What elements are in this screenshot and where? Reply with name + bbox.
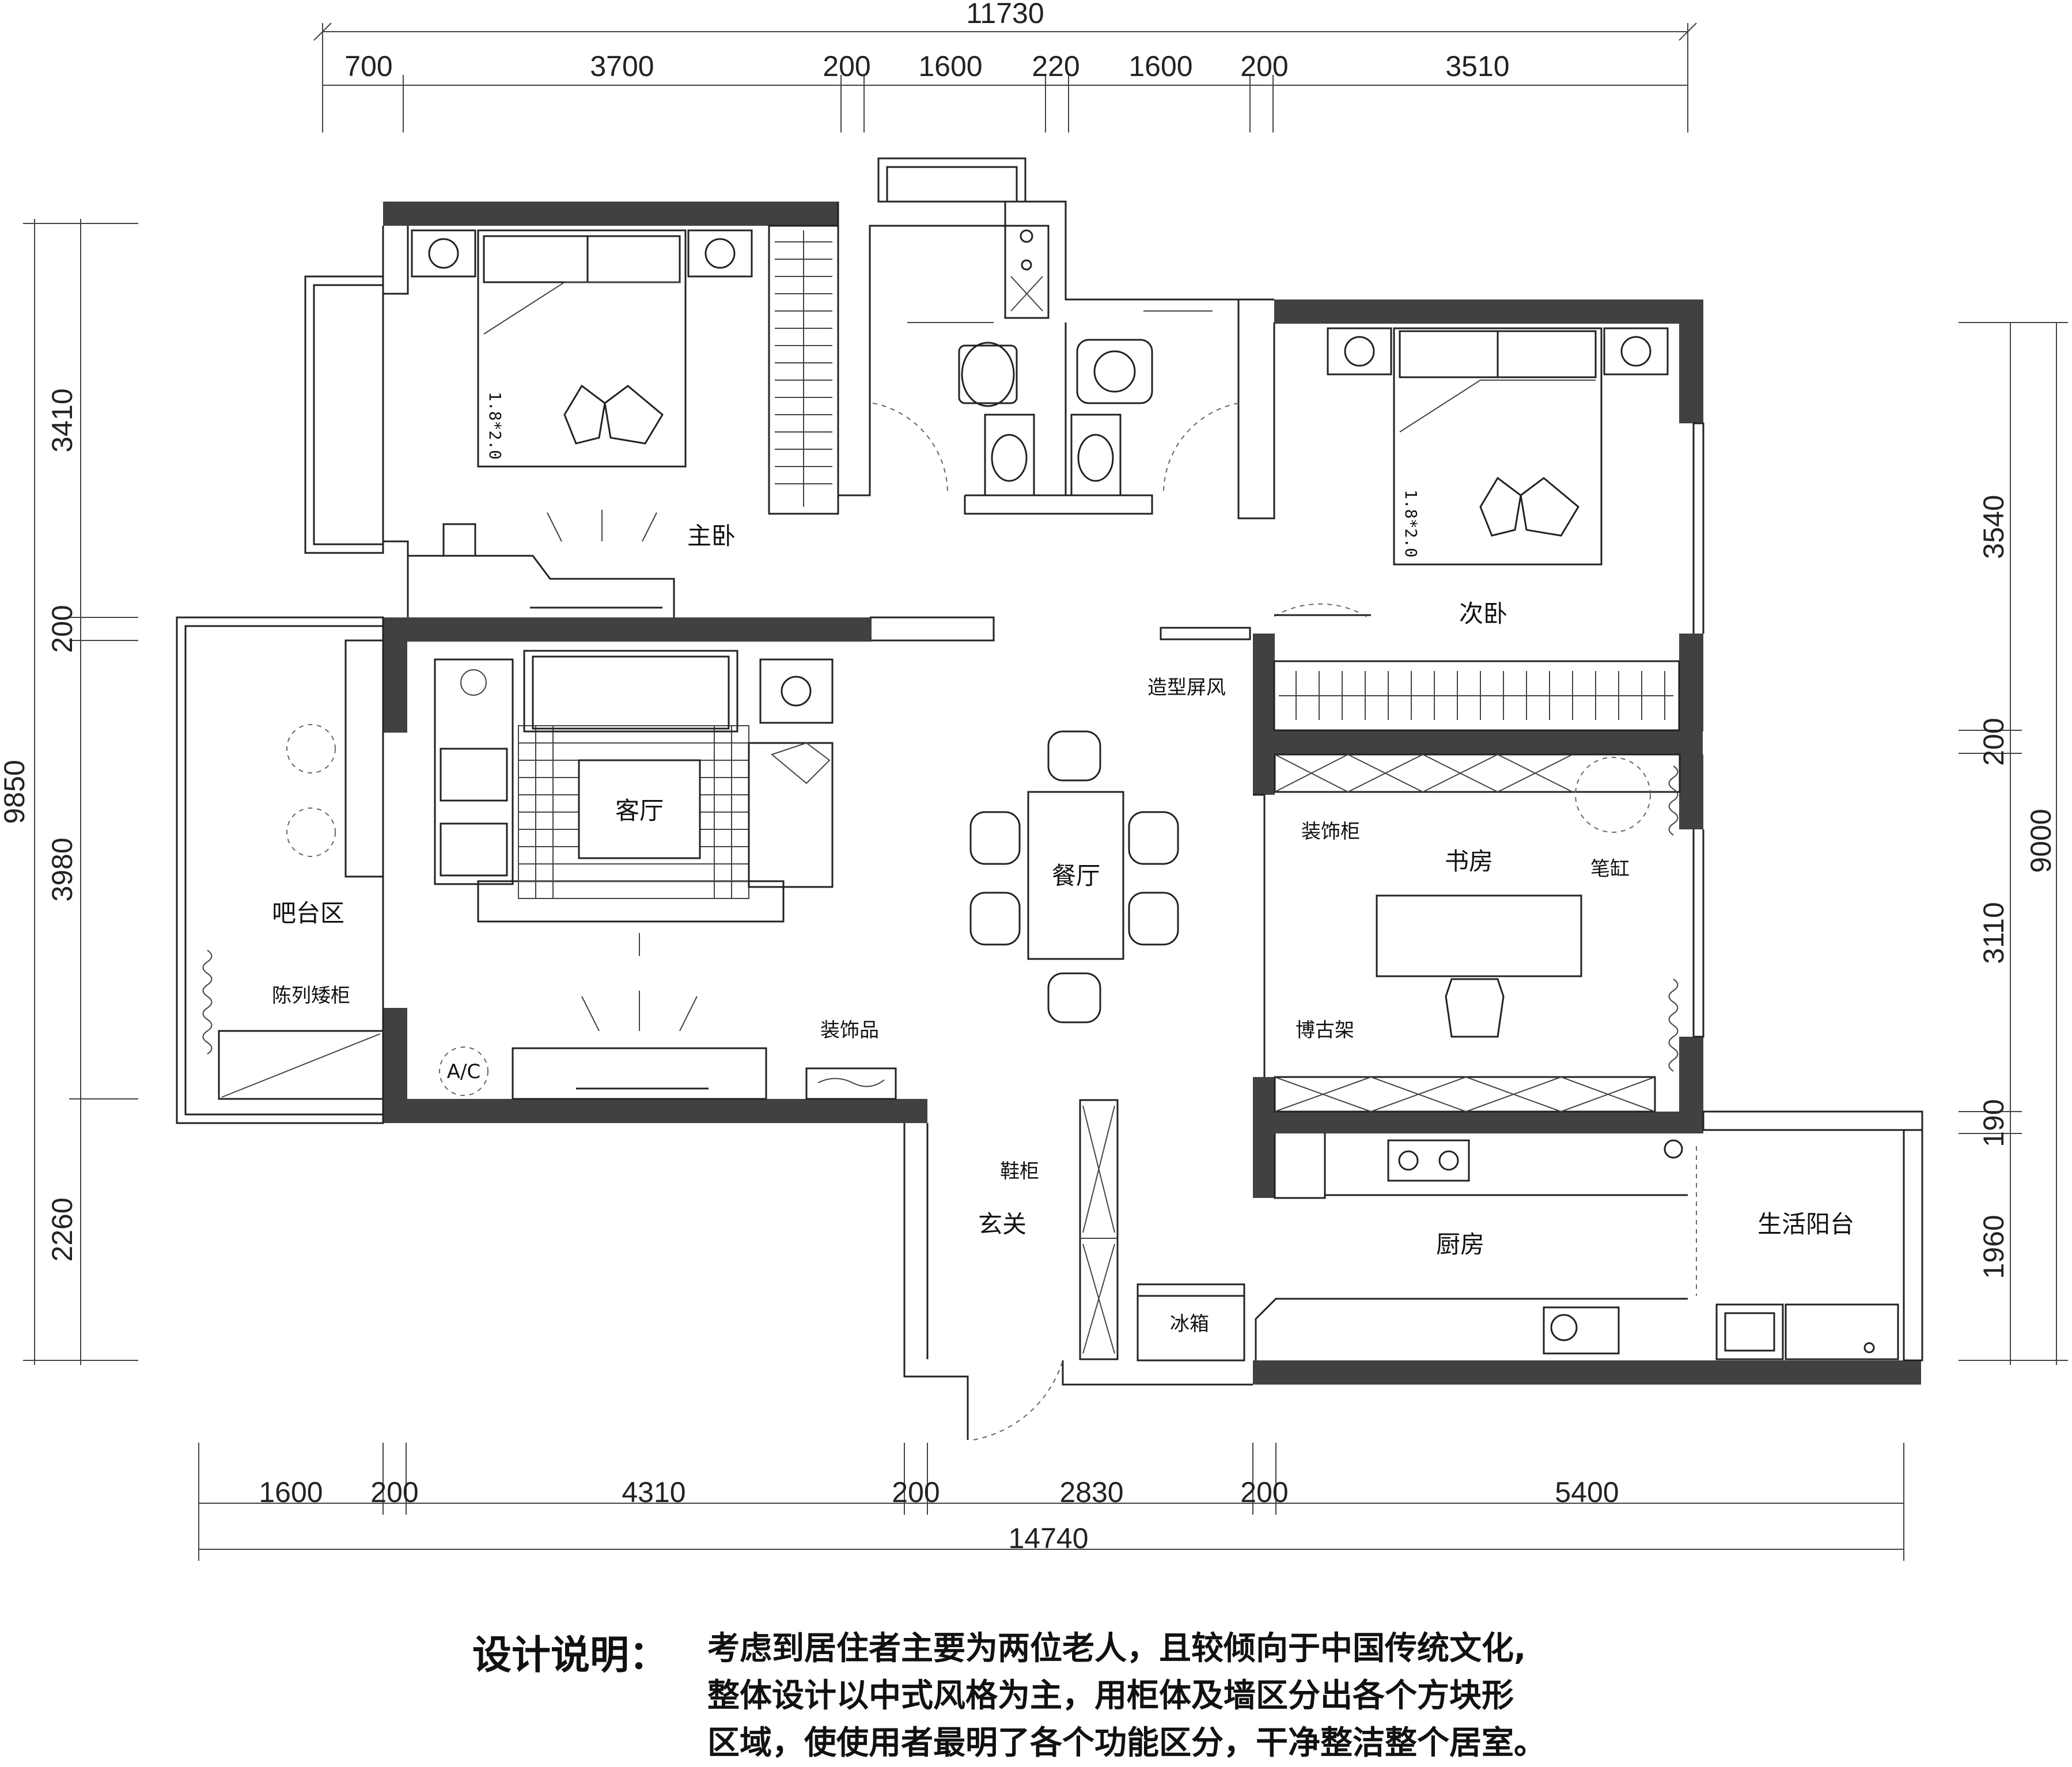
wall-outlines <box>176 157 1923 1440</box>
dimension-lines <box>23 22 2068 1561</box>
second-bedroom: 1.8*2.0 次卧 <box>1273 327 1680 731</box>
kitchen: 冰箱 厨房 <box>1137 1133 1688 1362</box>
bar-area: 吧台区 陈列矮柜 <box>202 724 384 1100</box>
entrance: 鞋柜 玄关 <box>973 1099 1119 1440</box>
label-fridge: 冰箱 <box>1170 1313 1209 1336</box>
dim-left-seg: 3980 <box>46 837 78 901</box>
label-shoe-cabinet: 鞋柜 <box>1000 1160 1039 1183</box>
design-note-line: 考虑到居住者主要为两位老人，且较倾向于中国传统文化, <box>707 1630 1526 1667</box>
label-curio-shelf: 博古架 <box>1296 1019 1354 1042</box>
dim-bottom-seg: 5400 <box>1555 1476 1619 1508</box>
dim-bottom-seg: 200 <box>1240 1476 1288 1508</box>
dim-right-seg: 1960 <box>1978 1215 2010 1279</box>
dim-top-seg: 200 <box>823 50 870 82</box>
room-master-bedroom: 主卧 <box>687 522 736 550</box>
room-second-bedroom: 次卧 <box>1459 600 1507 628</box>
master-bed-size: 1.8*2.0 <box>486 392 505 460</box>
room-dining: 餐厅 <box>1052 862 1100 890</box>
walls <box>383 202 1921 1385</box>
dim-right-seg: 3110 <box>1978 902 2010 964</box>
dim-left-seg: 200 <box>46 605 78 653</box>
dim-right-seg: 200 <box>1978 718 2010 765</box>
design-note-heading: 设计说明： <box>472 1633 669 1678</box>
service-balcony: 生活阳台 <box>1696 1146 1899 1360</box>
room-entrance: 玄关 <box>978 1210 1026 1238</box>
dim-bottom-seg: 2830 <box>1059 1476 1123 1508</box>
room-bar-area: 吧台区 <box>272 899 344 927</box>
dim-right-seg: 190 <box>1978 1099 2010 1147</box>
label-brush-pot: 笔缸 <box>1590 858 1630 881</box>
dim-top-seg: 700 <box>344 50 392 82</box>
dim-bottom-seg: 200 <box>892 1476 940 1508</box>
dim-right-total: 9000 <box>2025 809 2057 873</box>
room-study: 书房 <box>1445 847 1493 875</box>
dim-bottom-total: 14740 <box>1008 1522 1088 1554</box>
study: 书房 装饰柜 笔缸 博古架 <box>1274 753 1681 1113</box>
dim-left-seg: 3410 <box>46 388 78 452</box>
dim-bottom-seg: 200 <box>370 1476 418 1508</box>
dim-bottom-seg: 1600 <box>259 1476 323 1508</box>
bathrooms <box>872 225 1239 496</box>
room-living: 客厅 <box>615 797 664 825</box>
label-screen: 造型屏风 <box>1147 676 1226 699</box>
living-room: 客厅 A/C 装饰品 <box>434 650 897 1100</box>
dim-left-total: 9850 <box>0 760 31 824</box>
dim-bottom-seg: 4310 <box>622 1476 685 1508</box>
dimension-texts: 11730 700 3700 200 1600 220 1600 200 351… <box>0 0 2057 1554</box>
label-ornament: 装饰品 <box>820 1019 879 1042</box>
ac-label: A/C <box>447 1060 480 1083</box>
dim-top-seg: 1600 <box>918 50 982 82</box>
master-bedroom: 1.8*2.0 主卧 <box>408 225 839 617</box>
dim-top-seg: 1600 <box>1128 50 1192 82</box>
dim-top-total: 11730 <box>966 0 1044 29</box>
design-note-body: 考虑到居住者主要为两位老人，且较倾向于中国传统文化, 整体设计以中式风格为主，用… <box>707 1625 1687 1767</box>
dim-left-seg: 2260 <box>46 1197 78 1261</box>
room-kitchen: 厨房 <box>1436 1230 1484 1258</box>
dim-right-seg: 3540 <box>1978 495 2010 559</box>
label-display-cabinet: 陈列矮柜 <box>272 984 350 1007</box>
room-service-balcony: 生活阳台 <box>1757 1210 1854 1238</box>
design-note-line: 整体设计以中式风格为主，用柜体及墙区分出各个方块形 <box>707 1677 1514 1715</box>
dim-top-seg: 3700 <box>590 50 654 82</box>
label-decor-cabinet: 装饰柜 <box>1301 820 1360 843</box>
dining-room: 餐厅 造型屏风 <box>969 627 1251 1023</box>
design-note-line: 区域，使使用者最明了各个功能区分，干净整洁整个居室。 <box>707 1724 1546 1762</box>
dim-top-seg: 200 <box>1240 50 1288 82</box>
dim-top-seg: 3510 <box>1445 50 1509 82</box>
dim-top-seg: 220 <box>1032 50 1079 82</box>
second-bed-size: 1.8*2.0 <box>1401 490 1421 558</box>
